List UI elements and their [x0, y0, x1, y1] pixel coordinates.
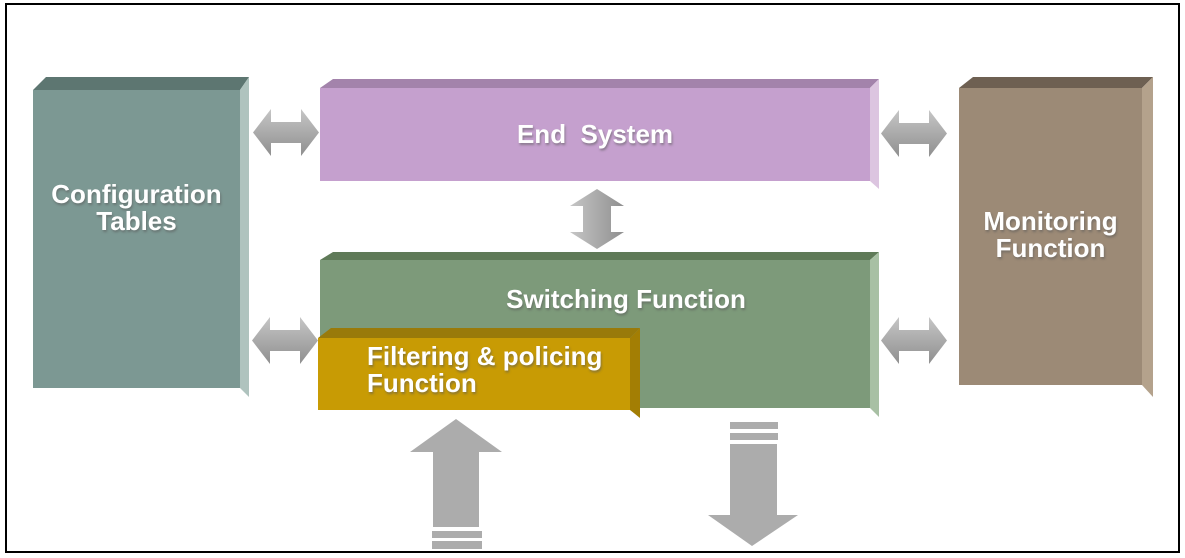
- block-end-system: End System: [320, 79, 879, 189]
- end-system-label: End System: [516, 119, 674, 149]
- block-monitoring-function: Monitoring Function: [959, 77, 1153, 397]
- double-arrow-switching-monitoring-icon: [881, 317, 947, 364]
- egress-down-arrow-icon: [708, 420, 799, 547]
- block-side-bevel: [240, 77, 249, 397]
- double-arrow-endsystem-monitoring-icon: [881, 110, 947, 157]
- up-arrow-stripe: [432, 531, 482, 538]
- double-arrow-endsystem-switching-icon: [570, 189, 624, 249]
- monitoring-function-label-line2: Function: [995, 232, 1106, 263]
- configuration-tables-label-line2: Tables: [96, 205, 177, 236]
- configuration-tables-label-line1: Configuration: [51, 178, 222, 209]
- block-side-bevel: [870, 79, 879, 189]
- block-top-bevel: [320, 79, 879, 88]
- monitoring-function-label-line1: Monitoring: [983, 205, 1118, 236]
- block-side-bevel: [1142, 77, 1153, 397]
- block-side-bevel: [870, 252, 879, 417]
- block-top-bevel: [320, 252, 879, 260]
- block-top-bevel: [33, 77, 249, 90]
- down-arrow-stripe: [730, 422, 778, 429]
- up-arrow-stripe: [432, 541, 482, 549]
- block-filtering-policing-function: Filtering & policing Function: [318, 328, 640, 418]
- up-arrow-body: [410, 419, 502, 527]
- filtering-policing-label-line2: Function: [367, 368, 477, 398]
- block-top-bevel: [959, 77, 1153, 88]
- configuration-tables-face: Configuration Tables: [33, 90, 240, 388]
- block-configuration-tables: Configuration Tables: [33, 77, 249, 397]
- down-arrow-body: [708, 444, 798, 546]
- switching-function-label: Switching Function: [506, 283, 746, 314]
- diagram-frame: Configuration Tables End System Switchin…: [5, 3, 1180, 553]
- double-arrow-config-endsystem-icon: [253, 109, 319, 156]
- down-arrow-stripe: [730, 433, 778, 440]
- end-system-face: End System: [320, 88, 870, 181]
- ingress-up-arrow-icon: [410, 419, 502, 549]
- double-arrow-config-switching-icon: [252, 317, 318, 364]
- monitoring-function-face: Monitoring Function: [959, 88, 1142, 385]
- block-top-bevel: [318, 328, 640, 338]
- block-side-bevel: [630, 328, 640, 418]
- filtering-policing-face: Filtering & policing Function: [318, 338, 630, 410]
- filtering-policing-label-line1: Filtering & policing: [367, 341, 603, 371]
